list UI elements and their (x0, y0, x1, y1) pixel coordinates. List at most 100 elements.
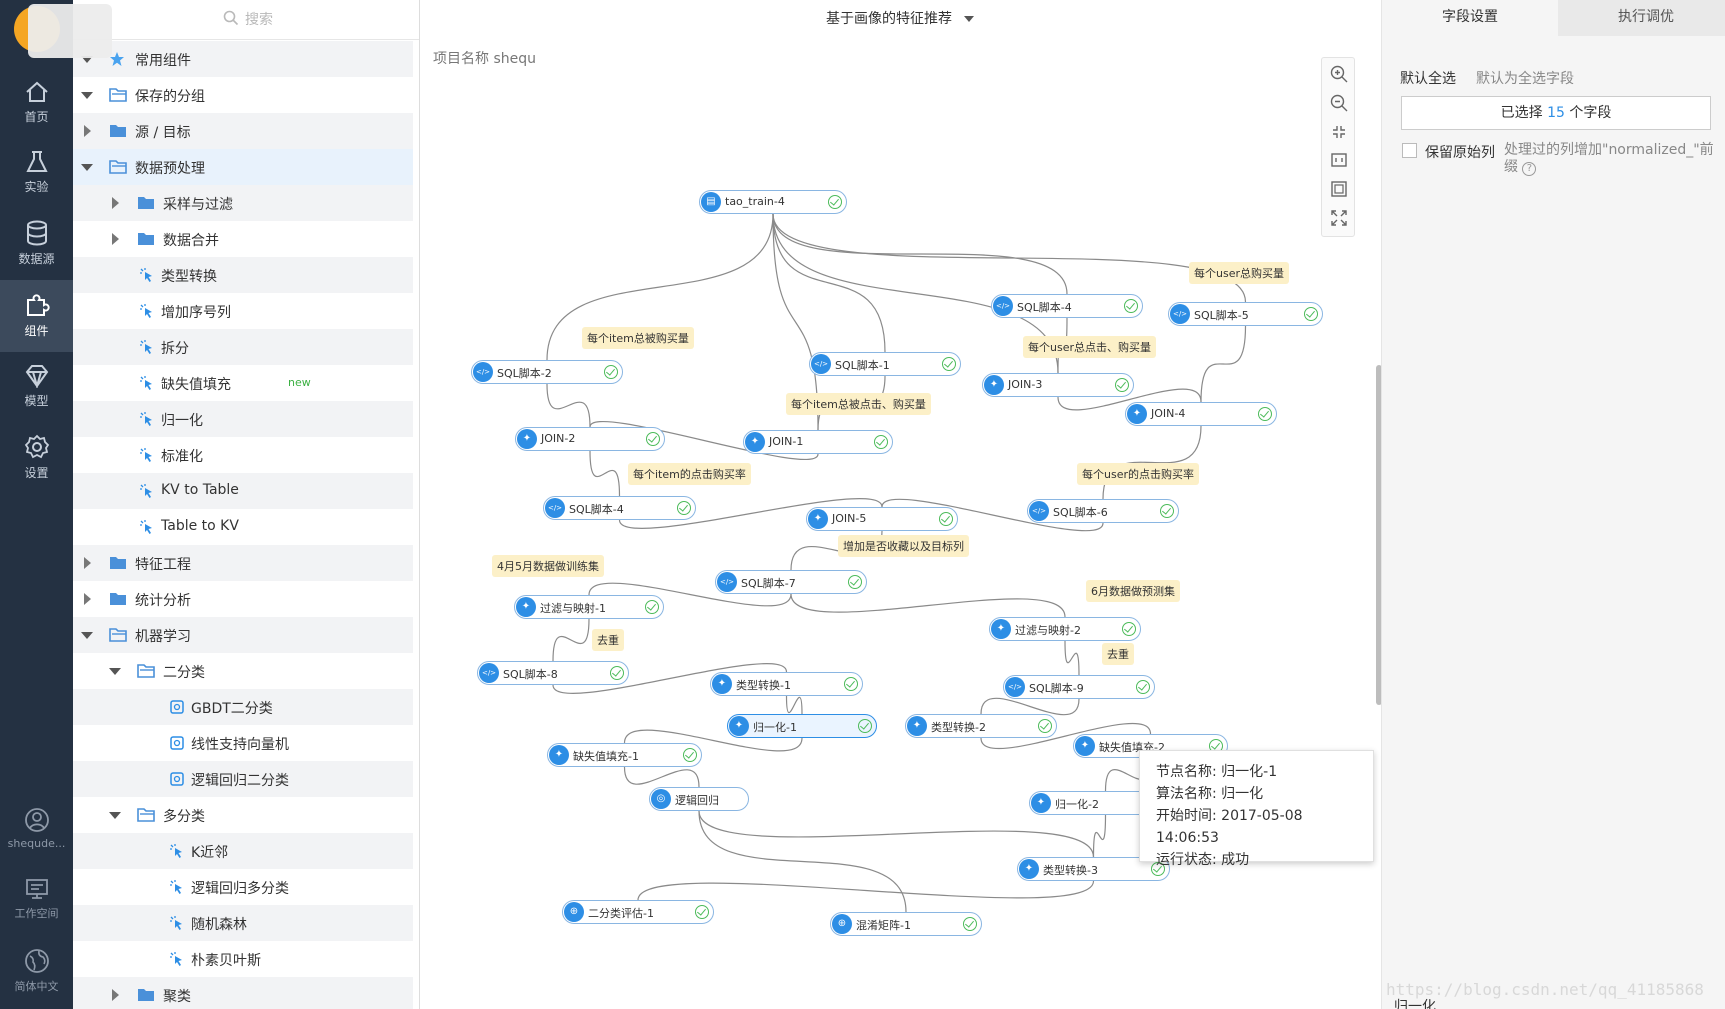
workflow-node[interactable]: </>SQL脚本-4 (991, 294, 1143, 318)
workflow-node[interactable]: ✦过滤与映射-2 (989, 617, 1141, 641)
caret-down-icon[interactable] (81, 164, 93, 171)
node-annotation[interactable]: 每个item总被点击、购买量 (786, 393, 931, 415)
fullscreen-icon[interactable] (1329, 208, 1349, 228)
node-annotation[interactable]: 每个item的点击购买率 (628, 463, 751, 485)
workflow-node[interactable]: </>SQL脚本-1 (809, 352, 961, 376)
tree-item[interactable]: 统计分析 (73, 581, 413, 617)
workflow-node[interactable]: ✦缺失值填充-1 (547, 743, 702, 767)
nav-item-language[interactable]: 简体中文 (0, 936, 73, 1008)
tree-item[interactable]: 增加序号列 (73, 293, 413, 329)
tree-item[interactable]: 多分类 (73, 797, 413, 833)
workflow-node[interactable]: </>SQL脚本-6 (1027, 499, 1179, 523)
tree-item[interactable]: 聚类 (73, 977, 413, 1009)
workflow-node[interactable]: ⊕二分类评估-1 (562, 900, 714, 924)
tree-item[interactable]: 朴素贝叶斯 (73, 941, 413, 977)
node-annotation[interactable]: 每个user总购买量 (1189, 262, 1289, 284)
experiment-title-dropdown[interactable]: 基于画像的特征推荐 (826, 8, 975, 28)
node-annotation[interactable]: 每个user总点击、购买量 (1023, 336, 1156, 358)
tree-item[interactable]: Table to KV (73, 509, 413, 545)
tree-item[interactable]: 数据合并 (73, 221, 413, 257)
nav-item-datasource[interactable]: 数据源 (0, 208, 73, 280)
caret-down-icon[interactable] (109, 668, 121, 675)
node-annotation[interactable]: 每个item总被购买量 (582, 327, 694, 349)
caret-down-icon[interactable] (81, 92, 93, 99)
tree-item[interactable]: 随机森林 (73, 905, 413, 941)
caret-right-icon[interactable] (112, 989, 119, 1001)
workflow-node[interactable]: ▤tao_train-4 (699, 190, 847, 214)
caret-right-icon[interactable] (112, 233, 119, 245)
node-annotation[interactable]: 去重 (1102, 643, 1134, 665)
tree-item[interactable]: KV to Table (73, 473, 413, 509)
tree-item[interactable]: 线性支持向量机 (73, 725, 413, 761)
workflow-node[interactable]: ✦过滤与映射-1 (514, 595, 664, 619)
tree-item[interactable]: 机器学习 (73, 617, 413, 653)
nav-item-settings[interactable]: 设置 (0, 422, 73, 494)
workflow-node[interactable]: </>SQL脚本-2 (471, 360, 623, 384)
workflow-node[interactable]: ✦JOIN-1 (743, 430, 893, 454)
tree-item[interactable]: 采样与过滤 (73, 185, 413, 221)
tab-field-settings[interactable]: 字段设置 (1382, 0, 1558, 36)
select-fields-button[interactable]: 已选择 15 个字段 (1401, 96, 1711, 130)
keep-original-checkbox[interactable] (1402, 143, 1417, 158)
workflow-node[interactable]: ✦JOIN-4 (1125, 402, 1277, 426)
actual-size-icon[interactable] (1329, 150, 1349, 170)
caret-right-icon[interactable] (84, 557, 91, 569)
tree-item[interactable]: GBDT二分类 (73, 689, 413, 725)
caret-down-icon[interactable] (81, 632, 93, 639)
zoom-in-icon[interactable] (1329, 64, 1349, 84)
nav-item-home[interactable]: 首页 (0, 68, 73, 140)
workflow-node[interactable]: ✦JOIN-2 (515, 427, 665, 451)
node-annotation[interactable]: 每个user的点击购买率 (1077, 463, 1199, 485)
workflow-canvas[interactable]: 基于画像的特征推荐 项目名称 shequ ▤tao_train-4</>SQL脚… (421, 0, 1382, 1009)
tree-item[interactable]: 标准化 (73, 437, 413, 473)
caret-right-icon[interactable] (112, 197, 119, 209)
canvas-scrollbar[interactable] (1376, 365, 1382, 705)
caret-right-icon[interactable] (84, 593, 91, 605)
workflow-node[interactable]: ✦归一化-1 (727, 714, 877, 738)
tree-search[interactable]: 搜索 (73, 0, 419, 40)
tree-item[interactable]: 保存的分组 (73, 77, 413, 113)
caret-down-icon[interactable] (81, 56, 93, 63)
nav-item-workspace[interactable]: 工作空间 (0, 865, 73, 937)
tree-item[interactable]: 拆分 (73, 329, 413, 365)
tree-item[interactable]: K近邻 (73, 833, 413, 869)
caret-right-icon[interactable] (84, 125, 91, 137)
node-annotation[interactable]: 6月数据做预测集 (1086, 580, 1180, 602)
fit-icon[interactable] (1329, 122, 1349, 142)
tab-execution-tuning[interactable]: 执行调优 (1558, 0, 1725, 36)
tree-item[interactable]: 二分类 (73, 653, 413, 689)
tree-item[interactable]: 逻辑回归多分类 (73, 869, 413, 905)
workflow-node[interactable]: ⊕混淆矩阵-1 (830, 912, 982, 936)
tree-item[interactable]: 源 / 目标 (73, 113, 413, 149)
tree-item[interactable]: 归一化 (73, 401, 413, 437)
workflow-node[interactable]: ✦类型转换-1 (710, 672, 863, 696)
tree-item[interactable]: 特征工程 (73, 545, 413, 581)
node-annotation[interactable]: 增加是否收藏以及目标列 (838, 535, 969, 557)
workflow-node[interactable]: ✦类型转换-3 (1017, 857, 1170, 881)
caret-down-icon[interactable] (109, 812, 121, 819)
node-annotation[interactable]: 去重 (592, 629, 624, 651)
tree-item[interactable]: 类型转换 (73, 257, 413, 293)
workflow-node[interactable]: </>SQL脚本-5 (1168, 302, 1323, 326)
tree-item[interactable]: 数据预处理 (73, 149, 413, 185)
workflow-node[interactable]: </>SQL脚本-4 (543, 496, 696, 520)
help-icon[interactable]: ? (1522, 162, 1537, 176)
workflow-node[interactable]: ✦JOIN-3 (982, 373, 1134, 397)
tree-item[interactable]: 常用组件 (73, 41, 413, 77)
minimap-icon[interactable] (1329, 179, 1349, 199)
workflow-node[interactable]: </>SQL脚本-7 (715, 570, 867, 594)
workflow-node[interactable]: ✦JOIN-5 (806, 507, 958, 531)
nav-item-components[interactable]: 组件 (0, 280, 73, 352)
nav-item-experiment[interactable]: 实验 (0, 138, 73, 210)
nav-item-user[interactable]: shequde... (0, 795, 73, 867)
logo[interactable] (12, 2, 112, 58)
workflow-node[interactable]: </>SQL脚本-9 (1003, 675, 1155, 699)
zoom-out-icon[interactable] (1329, 93, 1349, 113)
tree-item[interactable]: 逻辑回归二分类 (73, 761, 413, 797)
workflow-node[interactable]: ✦类型转换-2 (905, 714, 1057, 738)
workflow-node[interactable]: </>SQL脚本-8 (477, 661, 629, 685)
workflow-node[interactable]: ◎逻辑回归 (649, 787, 749, 811)
nav-item-model[interactable]: 模型 (0, 352, 73, 424)
node-annotation[interactable]: 4月5月数据做训练集 (492, 555, 604, 577)
